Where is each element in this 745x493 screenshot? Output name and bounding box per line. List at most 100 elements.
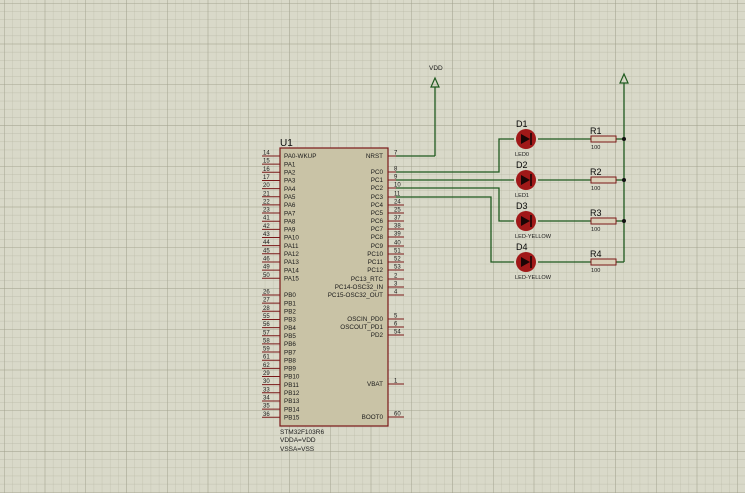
- pin-number: 46: [263, 256, 270, 262]
- pin-name: OSCIN_PD0: [347, 316, 383, 323]
- pin-name: PC15-OSC32_OUT: [328, 292, 383, 299]
- pin-name: PA8: [284, 218, 296, 225]
- pin-name: NRST: [366, 153, 383, 160]
- pin-number: 26: [263, 290, 270, 296]
- pin-number: 2: [394, 274, 398, 280]
- pin-number: 17: [263, 175, 270, 181]
- pin-number: 30: [263, 379, 270, 385]
- pin-name: PB9: [284, 366, 296, 373]
- pin-name: PA14: [284, 267, 299, 274]
- led-ref: D1: [516, 119, 528, 129]
- pin-name: PA7: [284, 210, 296, 217]
- led-type: LED1: [515, 193, 529, 199]
- resistor-value: 100: [591, 227, 600, 233]
- pin-name: PA4: [284, 186, 296, 193]
- pin-name: PC1: [371, 177, 384, 184]
- mcu-pin-right[interactable]: 5 OSCIN_PD0: [347, 314, 404, 324]
- pin-name: PA5: [284, 194, 296, 201]
- pin-number: 40: [394, 241, 401, 247]
- pin-name: PB12: [284, 390, 300, 397]
- pin-number: 5: [394, 314, 398, 320]
- pin-name: VBAT: [367, 381, 383, 388]
- pin-name: PC11: [368, 259, 384, 266]
- wire-pc3-d4: [396, 196, 514, 263]
- pin-name: PC5: [371, 210, 384, 217]
- resistor-body-icon: [590, 176, 617, 184]
- pin-number: 52: [394, 257, 401, 263]
- pin-number: 28: [263, 306, 270, 312]
- resistor-ref: R1: [590, 126, 602, 136]
- pin-number: 50: [263, 273, 270, 279]
- pin-name: PC2: [371, 185, 384, 192]
- pin-name: PC14-OSC32_IN: [335, 284, 384, 291]
- pin-name: PB10: [284, 374, 300, 381]
- resistor-body-icon: [590, 217, 617, 225]
- pin-number: 45: [263, 248, 270, 254]
- pin-number: 62: [263, 363, 270, 369]
- pin-number: 39: [394, 232, 401, 238]
- mcu-pin-right[interactable]: 52 PC11: [368, 257, 404, 267]
- pin-name: PB6: [284, 341, 296, 348]
- vdd-terminal[interactable]: VDD: [429, 65, 443, 156]
